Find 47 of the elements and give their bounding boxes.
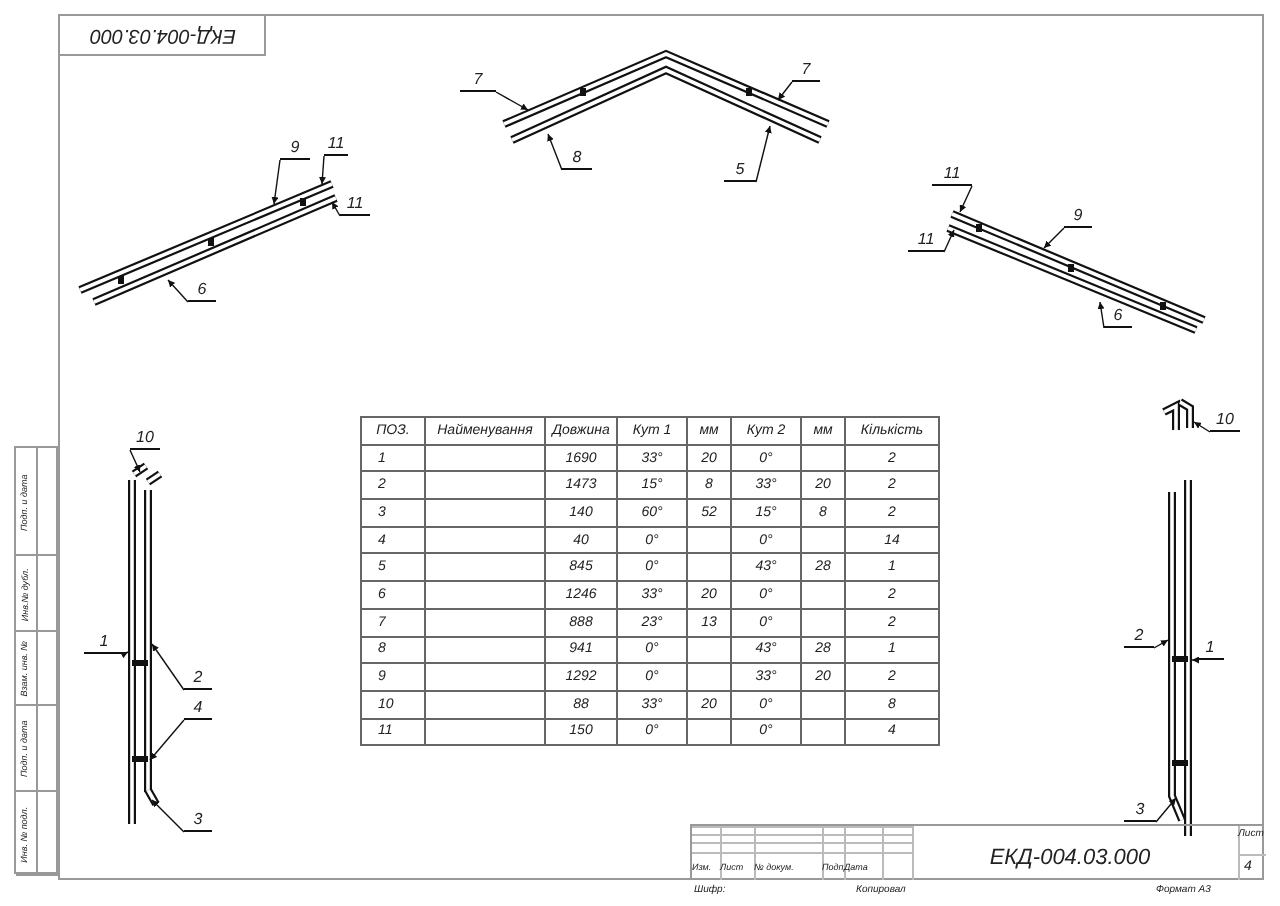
callout-number: 10 — [1210, 410, 1240, 432]
callout-number: 3 — [184, 810, 212, 832]
left-post-drawing — [128, 462, 163, 824]
callout-number: 2 — [184, 668, 212, 690]
callout-number: 5 — [724, 160, 756, 182]
left-rafter-drawing — [78, 180, 338, 306]
leader-line — [151, 643, 185, 691]
callout-number: 11 — [324, 134, 348, 156]
leader-line — [943, 229, 955, 253]
leader-line — [1191, 656, 1199, 664]
leader-line — [271, 159, 281, 205]
drawing-number: ЕКД-004.03.000 — [89, 22, 235, 50]
callout-number: 9 — [1064, 206, 1092, 228]
callout-number: 11 — [340, 194, 370, 216]
leader-line — [129, 449, 141, 473]
leader-line — [547, 133, 563, 171]
leader-line — [1153, 639, 1169, 649]
callout-number: 4 — [184, 698, 212, 720]
callout-number: 3 — [1124, 800, 1156, 822]
roof-truss-drawing — [502, 49, 830, 144]
leader-line — [149, 719, 185, 761]
drawing-number: ЕКД-004.03.000 — [987, 848, 1153, 870]
right-post-drawing — [1168, 480, 1192, 836]
leader-line — [1043, 227, 1065, 249]
right-rafter-drawing — [946, 210, 1206, 334]
leader-line — [120, 651, 129, 659]
leader-line — [1193, 421, 1211, 433]
angle-bracket-drawing — [1162, 398, 1194, 430]
leader-line — [1155, 797, 1177, 823]
leader-line — [167, 279, 189, 303]
leader-line — [777, 81, 793, 101]
callout-number: 10 — [130, 428, 160, 450]
callout-number: 1 — [84, 632, 124, 654]
leader-line — [959, 185, 973, 213]
leader-line — [495, 91, 529, 111]
leader-line — [151, 799, 185, 833]
callout-number: 7 — [460, 70, 496, 92]
callout-number: 9 — [280, 138, 310, 160]
callout-number: 1 — [1196, 638, 1224, 660]
leader-line — [319, 155, 326, 185]
callout-number: 8 — [562, 148, 592, 170]
callout-number: 11 — [932, 164, 972, 186]
leader-line — [331, 201, 341, 217]
leader-line — [755, 125, 772, 183]
callout-number: 11 — [908, 230, 944, 252]
leader-line — [1097, 301, 1105, 329]
callout-number: 2 — [1124, 626, 1154, 648]
